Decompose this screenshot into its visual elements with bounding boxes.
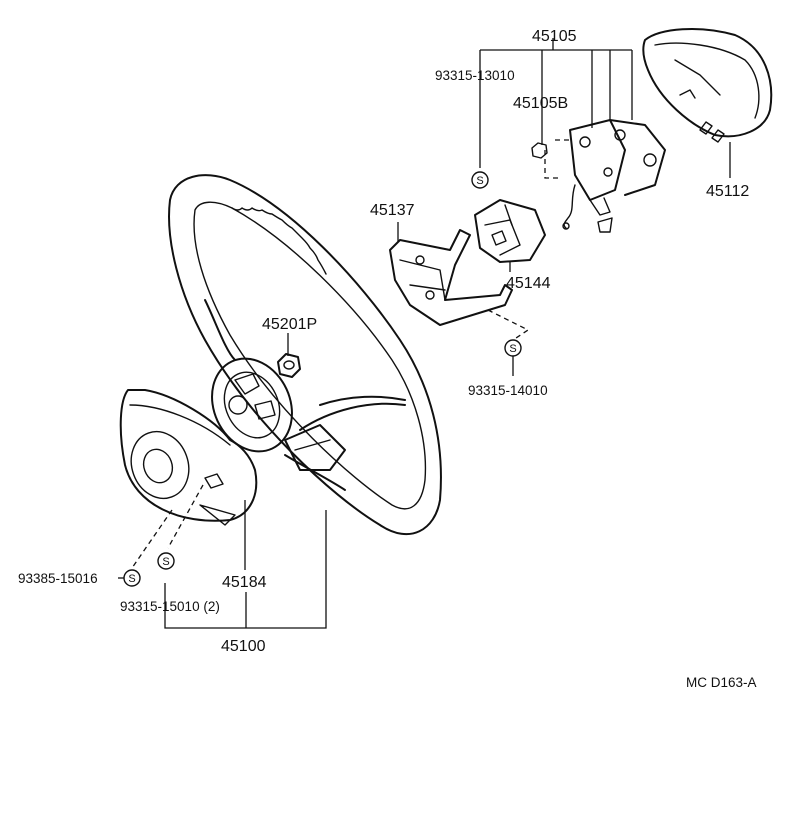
- steering-wheel: [168, 174, 442, 536]
- bracket-45137: [389, 229, 513, 326]
- symbol-s-15016: S: [123, 569, 141, 587]
- svg-text:S: S: [509, 343, 516, 355]
- diagram-code: MC D163-A: [686, 675, 757, 690]
- label-45105b: 45105B: [513, 95, 568, 112]
- label-45144: 45144: [506, 275, 551, 292]
- label-45105: 45105: [532, 28, 577, 45]
- label-45137: 45137: [370, 202, 415, 219]
- cover-45112: [642, 27, 773, 143]
- label-93315-13010: 93315-13010: [435, 68, 515, 83]
- symbol-s-14010: S: [504, 339, 522, 357]
- horn-pad-45184: [119, 389, 258, 526]
- leader-lines: [118, 38, 731, 629]
- label-45201p: 45201P: [262, 316, 317, 333]
- symbol-s-15010: S: [157, 552, 175, 570]
- dashed-lines: [131, 139, 570, 569]
- label-93385-15016: 93385-15016: [18, 571, 98, 586]
- svg-text:S: S: [476, 175, 483, 187]
- label-45112: 45112: [706, 183, 749, 200]
- label-93315-15010: 93315-15010 (2): [120, 599, 220, 614]
- contact-45144: [474, 199, 546, 263]
- label-93315-14010: 93315-14010: [468, 383, 548, 398]
- plate-45105b: [531, 119, 666, 233]
- nut-45201p: [277, 353, 301, 378]
- symbol-s-13010: S: [471, 171, 489, 189]
- label-45184: 45184: [222, 574, 267, 591]
- svg-text:S: S: [162, 556, 169, 568]
- label-45100: 45100: [221, 638, 266, 655]
- svg-text:S: S: [128, 573, 135, 585]
